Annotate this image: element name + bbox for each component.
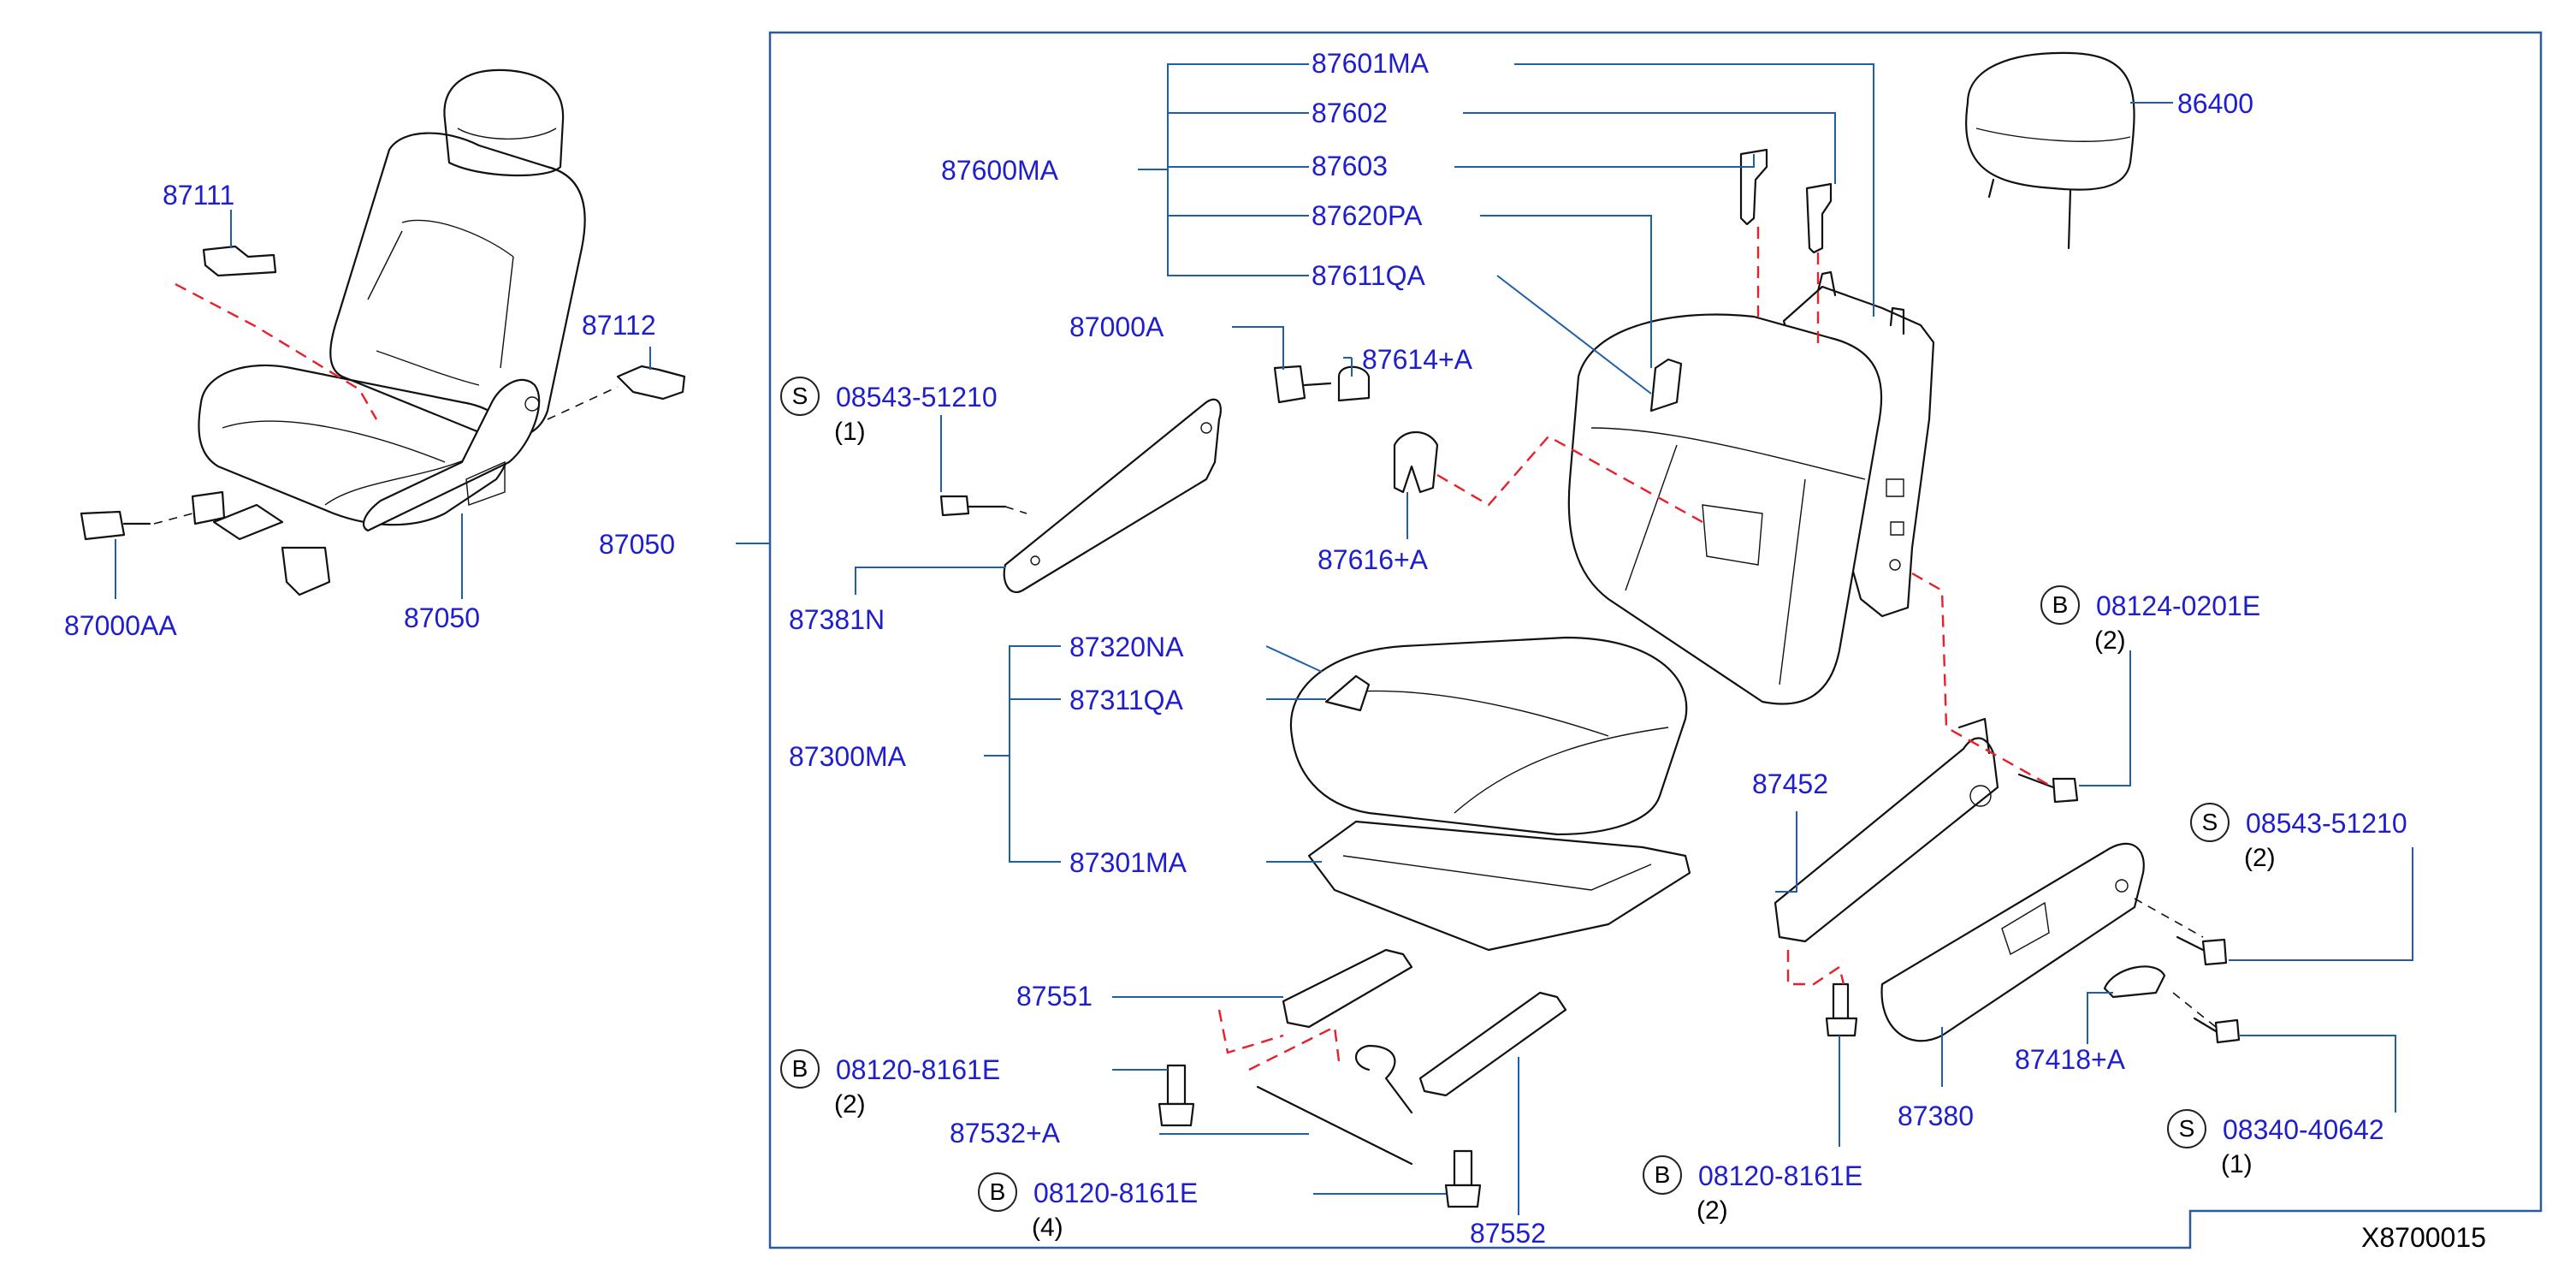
main-leaders xyxy=(855,63,2413,1215)
fastener-badge-1: S xyxy=(780,377,820,416)
assembly-frame xyxy=(768,31,2543,1249)
fastener-code-6[interactable]: 08120-8161E xyxy=(1698,1160,1863,1191)
label-87000AA[interactable]: 87000AA xyxy=(64,610,177,641)
fastener-badge-2: B xyxy=(2040,585,2080,625)
label-86400[interactable]: 86400 xyxy=(2177,88,2253,119)
label-87602[interactable]: 87602 xyxy=(1312,98,1388,128)
fastener-badge-7: S xyxy=(2167,1109,2206,1148)
label-87050-assembly[interactable]: 87050 xyxy=(599,529,675,560)
label-87603[interactable]: 87603 xyxy=(1312,151,1388,181)
overview-leaders xyxy=(115,210,651,599)
label-87320NA[interactable]: 87320NA xyxy=(1069,632,1184,662)
label-87000A[interactable]: 87000A xyxy=(1069,312,1164,342)
label-87552[interactable]: 87552 xyxy=(1470,1218,1546,1249)
main-parts-drawing xyxy=(939,51,2241,1208)
fastener-badge-5: B xyxy=(978,1172,1017,1212)
label-87112[interactable]: 87112 xyxy=(582,310,656,341)
label-87452[interactable]: 87452 xyxy=(1752,769,1828,799)
fastener-qty-2: (2) xyxy=(2094,626,2126,655)
fastener-code-2[interactable]: 08124-0201E xyxy=(2096,590,2261,621)
label-87311QA[interactable]: 87311QA xyxy=(1069,685,1183,715)
label-87301MA[interactable]: 87301MA xyxy=(1069,847,1187,878)
fastener-code-3[interactable]: 08543-51210 xyxy=(2246,808,2407,839)
label-87418A[interactable]: 87418+A xyxy=(2015,1044,2126,1075)
label-87614A[interactable]: 87614+A xyxy=(1362,344,1473,375)
fastener-qty-7: (1) xyxy=(2221,1150,2253,1178)
fastener-code-7[interactable]: 08340-40642 xyxy=(2223,1114,2384,1145)
fastener-badge-3: S xyxy=(2190,803,2230,842)
overview-seat-drawing xyxy=(80,68,686,596)
fastener-code-5[interactable]: 08120-8161E xyxy=(1033,1178,1199,1208)
label-87381N[interactable]: 87381N xyxy=(789,604,885,635)
fastener-code-1[interactable]: 08543-51210 xyxy=(836,382,998,412)
fastener-qty-1: (1) xyxy=(834,418,866,446)
label-87111[interactable]: 87111 xyxy=(163,180,235,211)
fastener-qty-6: (2) xyxy=(1697,1196,1728,1225)
fastener-qty-3: (2) xyxy=(2244,844,2276,872)
label-87600MA[interactable]: 87600MA xyxy=(941,155,1058,186)
label-87601MA[interactable]: 87601MA xyxy=(1312,48,1429,79)
label-87616A[interactable]: 87616+A xyxy=(1318,544,1429,575)
label-87611QA[interactable]: 87611QA xyxy=(1312,260,1425,291)
fastener-qty-5: (4) xyxy=(1032,1214,1063,1242)
fastener-code-4[interactable]: 08120-8161E xyxy=(836,1054,1001,1085)
label-87380[interactable]: 87380 xyxy=(1898,1101,1974,1131)
label-87551[interactable]: 87551 xyxy=(1016,981,1093,1012)
label-87300MA[interactable]: 87300MA xyxy=(789,741,906,772)
label-87620PA[interactable]: 87620PA xyxy=(1312,200,1423,231)
fastener-badge-6: B xyxy=(1643,1155,1682,1195)
fastener-qty-4: (2) xyxy=(834,1090,866,1119)
fastener-badge-4: B xyxy=(780,1049,820,1089)
diagram-code: X8700015 xyxy=(2361,1222,2486,1253)
label-87532A[interactable]: 87532+A xyxy=(950,1118,1061,1148)
label-87050-overview[interactable]: 87050 xyxy=(404,602,480,633)
